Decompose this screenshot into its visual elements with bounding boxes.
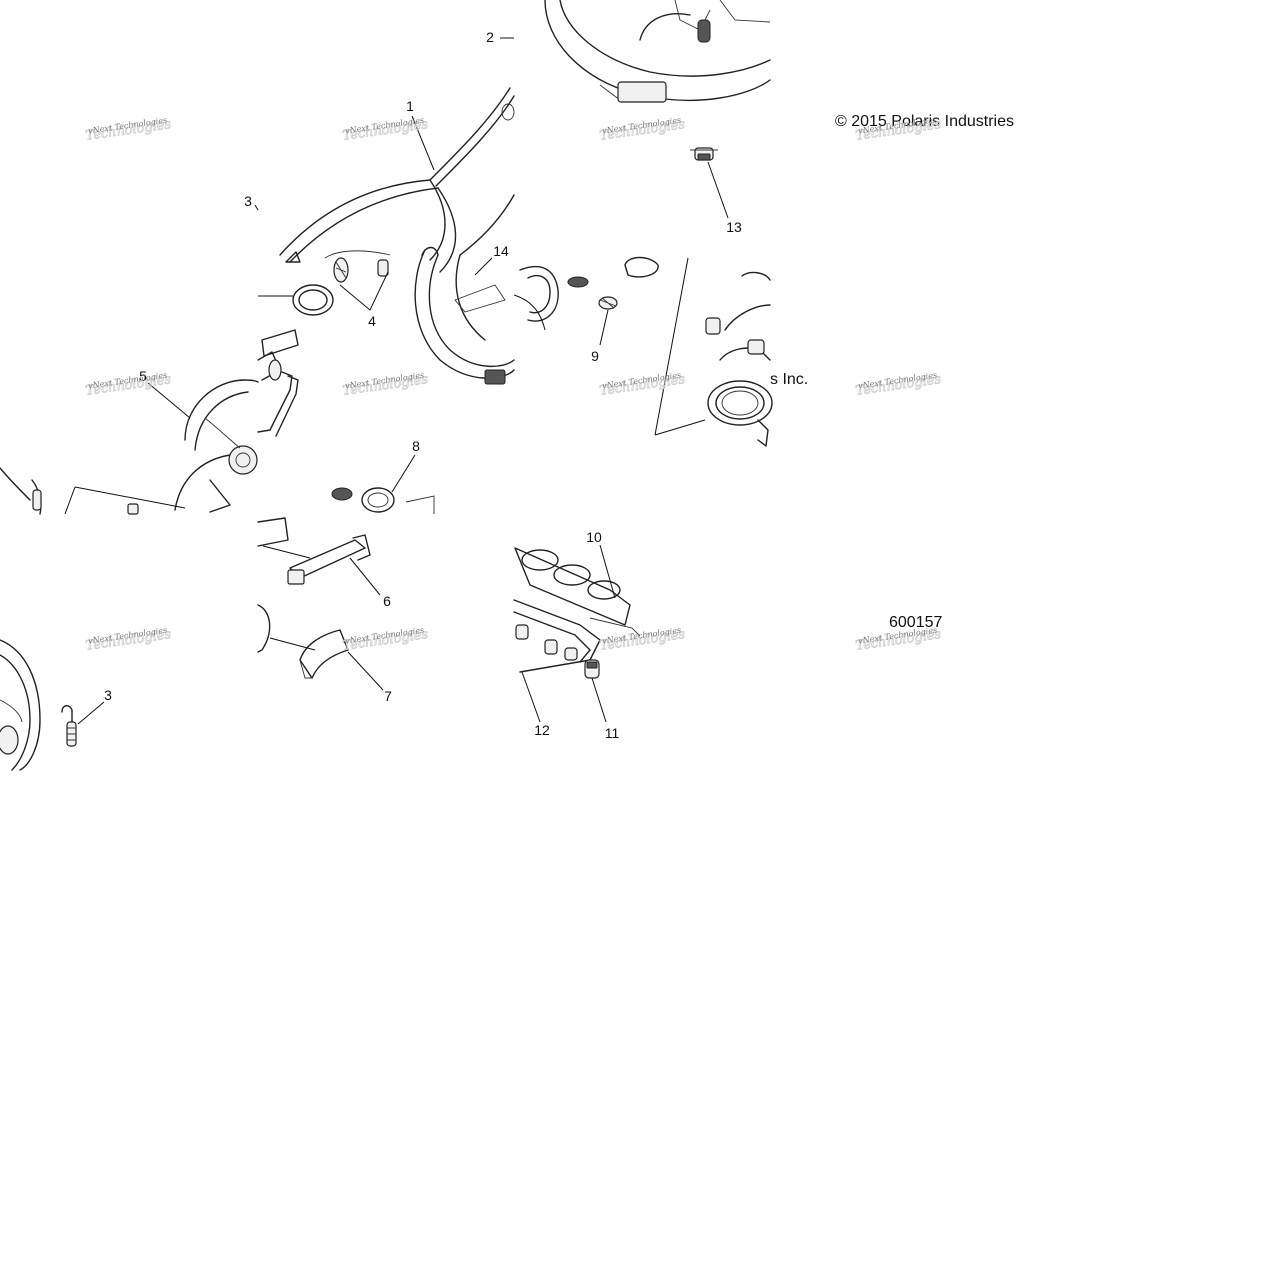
callout-2: 2 <box>486 29 494 45</box>
callout-8: 8 <box>412 438 420 454</box>
part-13-drain-plug <box>690 147 718 161</box>
part-ring-seal <box>258 284 334 316</box>
callout-leader-lines <box>77 37 729 725</box>
part-throttle-housing <box>654 257 773 447</box>
watermark-3: Technologies vNext Technologies <box>598 116 686 145</box>
part-8-gasket <box>331 487 435 514</box>
callout-10: 10 <box>586 529 602 545</box>
watermark-9: Technologies vNext Technologies <box>84 626 172 655</box>
callout-6: 6 <box>383 593 391 609</box>
watermark-5: Technologies vNext Technologies <box>84 371 172 400</box>
part-14-intake-tube <box>414 246 515 385</box>
part-12-intake-manifold <box>513 599 641 673</box>
part-hose-connector <box>257 329 299 437</box>
callout-13: 13 <box>726 219 742 235</box>
copyright-text: © 2015 Polaris Industries <box>835 113 1014 130</box>
part-9-clamp-spring <box>513 256 659 331</box>
part-3-spring-bottom <box>61 705 77 747</box>
callout-3-bottom: 3 <box>104 687 112 703</box>
part-3-spring-top <box>0 467 186 515</box>
watermark-6: Technologies vNext Technologies <box>341 371 429 400</box>
callout-4: 4 <box>368 313 376 329</box>
part-11-fastener <box>584 659 600 679</box>
callout-7: 7 <box>384 688 392 704</box>
copyright-fragment: s Inc. <box>770 371 808 388</box>
watermark-8: Technologies vNext Technologies <box>854 371 942 400</box>
callout-9: 9 <box>591 348 599 364</box>
watermark-7: Technologies vNext Technologies <box>598 371 686 400</box>
callout-11: 11 <box>605 725 620 741</box>
part-2-airbox-cover <box>544 0 771 103</box>
part-1-airbox-duct <box>279 87 515 273</box>
callout-12: 12 <box>534 722 550 738</box>
part-5-filter-housing <box>174 379 259 513</box>
diagram-id: 600157 <box>889 614 942 631</box>
part-7-bracket <box>257 604 349 679</box>
callout-5: 5 <box>139 368 147 384</box>
callout-3-top: 3 <box>244 193 252 209</box>
watermark-11: Technologies vNext Technologies <box>598 626 686 655</box>
callout-14: 14 <box>493 243 509 259</box>
watermark-1: Technologies vNext Technologies <box>84 116 172 145</box>
watermark-10: Technologies vNext Technologies <box>341 626 429 655</box>
part-6-strap <box>257 517 371 585</box>
part-housing-bottom <box>0 639 41 771</box>
callout-1: 1 <box>406 98 414 114</box>
part-4-spring-clips <box>285 250 391 283</box>
part-10-manifold-gasket <box>514 547 631 626</box>
watermark-2: Technologies vNext Technologies <box>341 116 429 145</box>
